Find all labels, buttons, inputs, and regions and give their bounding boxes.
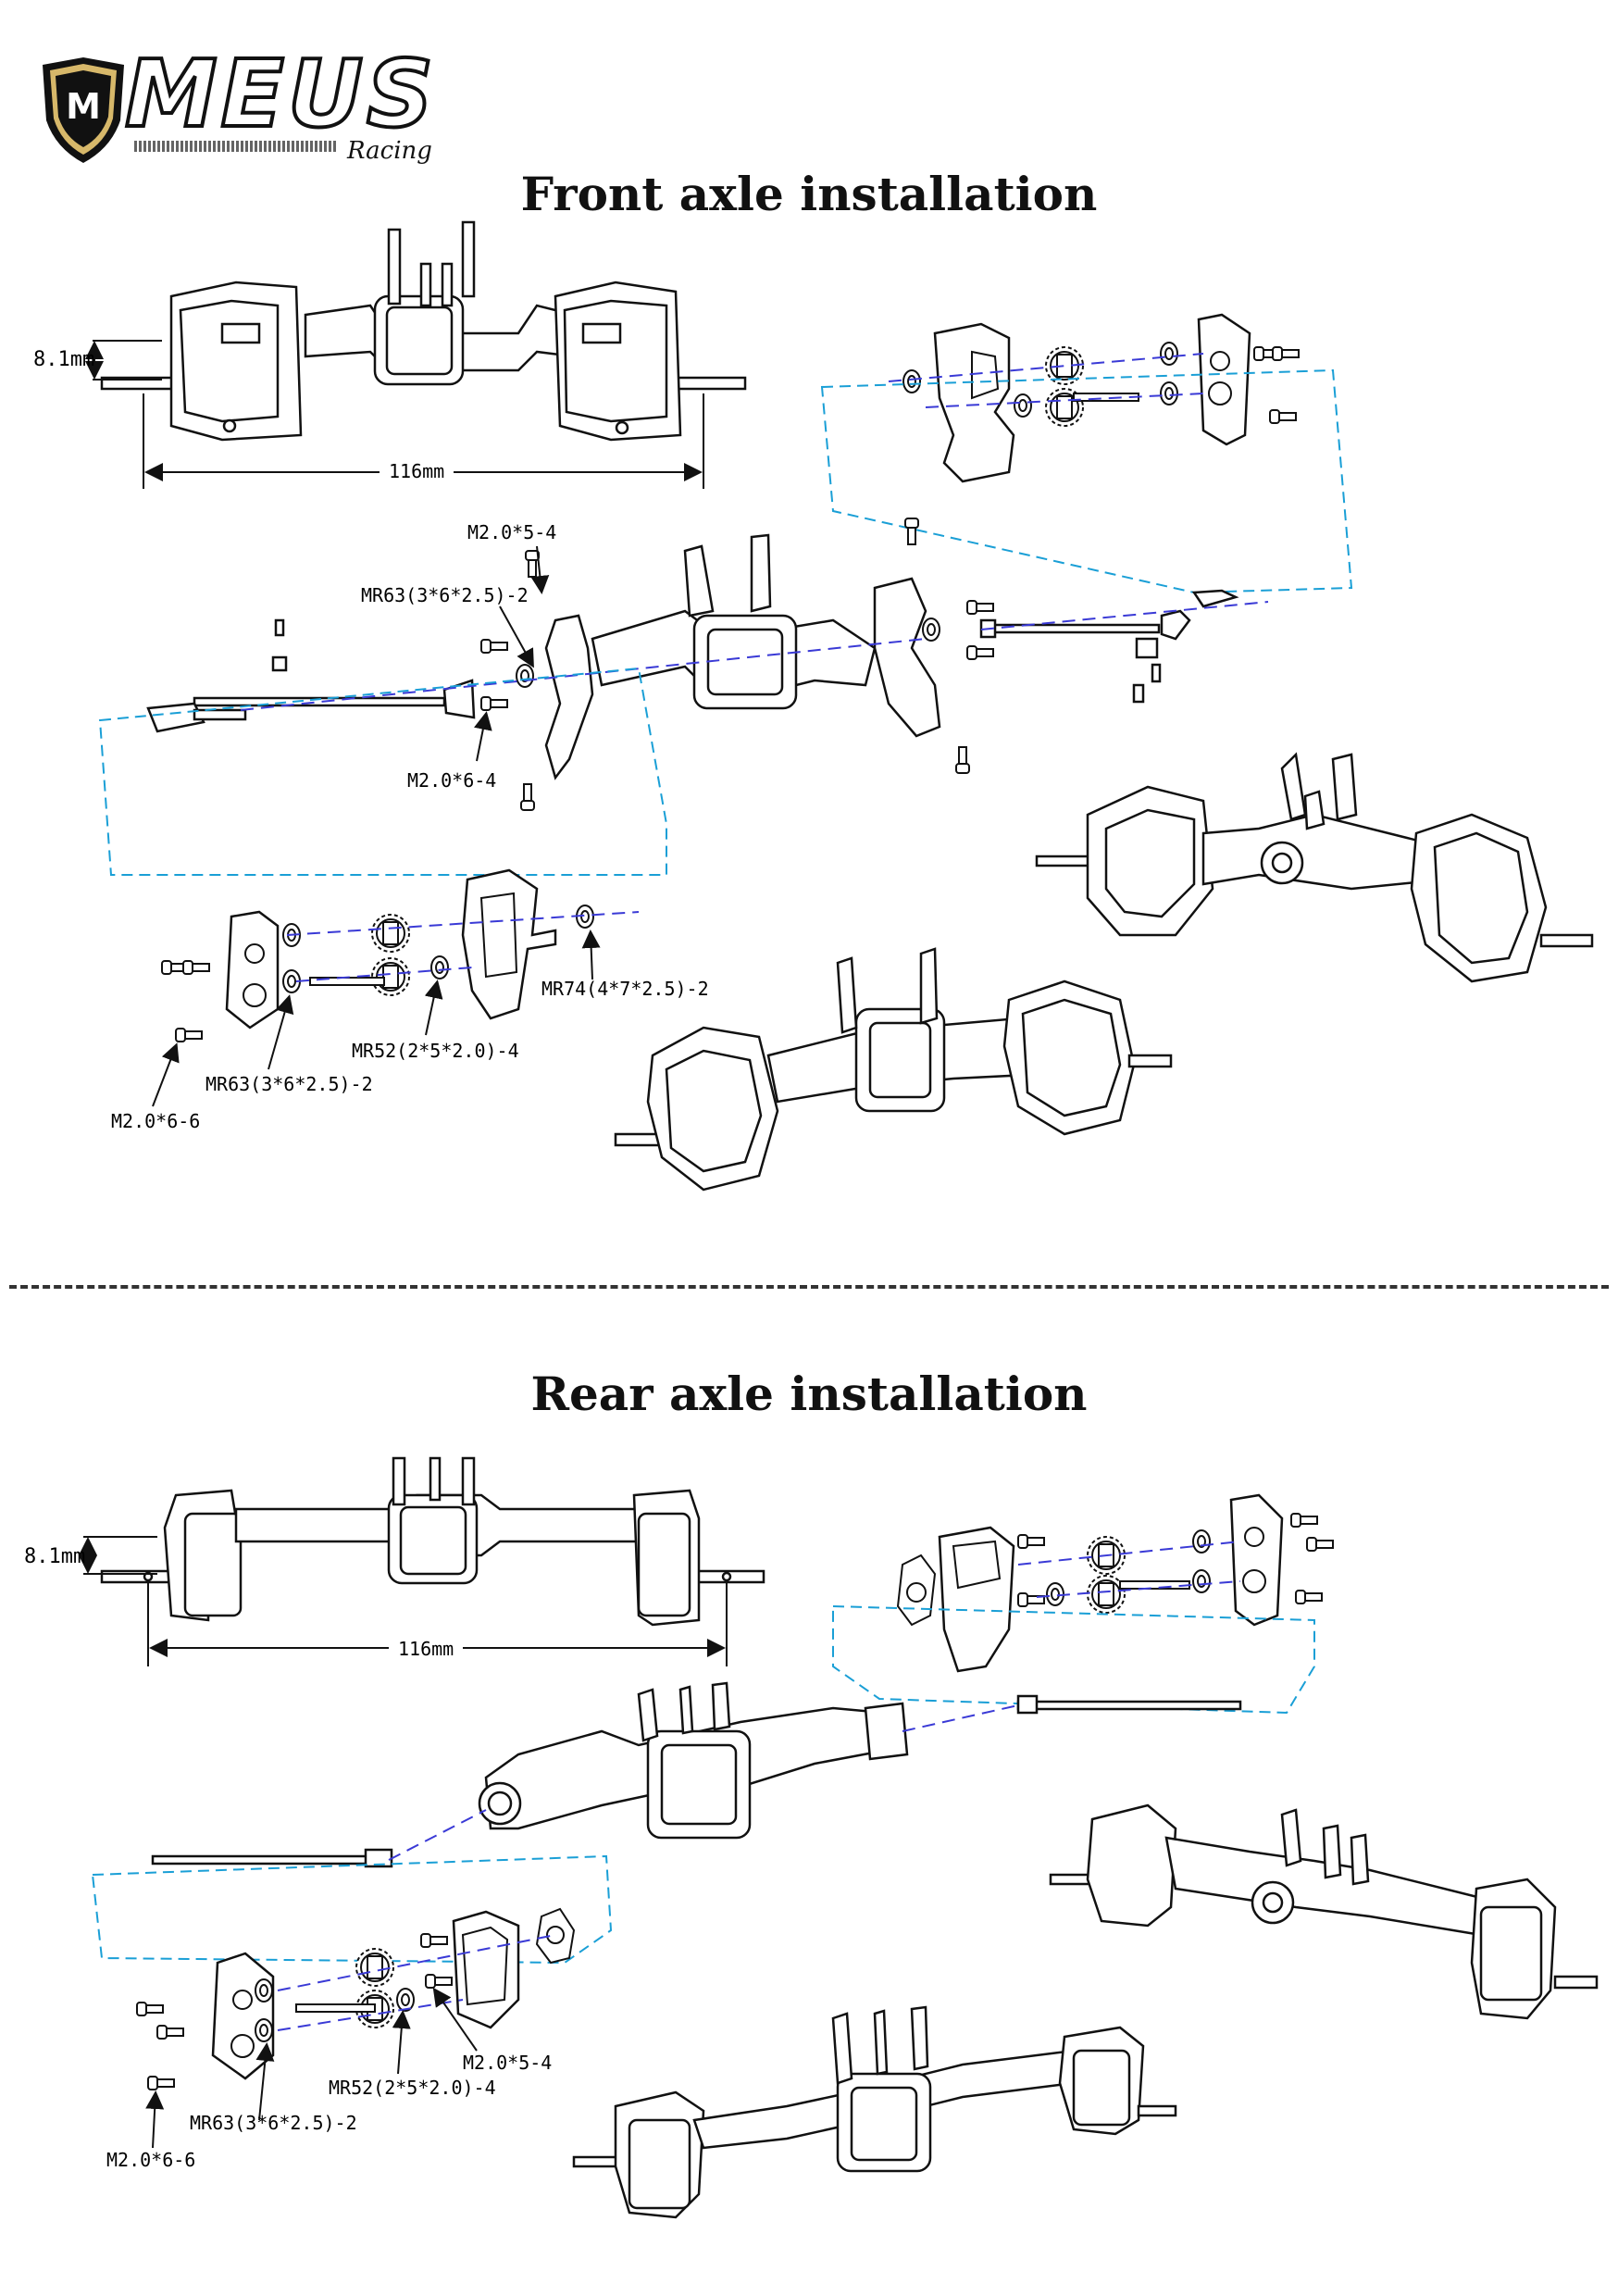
rear-assembled-axle-right [1049, 1803, 1599, 2020]
rear-section-title: Rear axle installation [530, 1366, 1088, 1421]
rear-right-guide [832, 1604, 1315, 1715]
rear-height-dimension: 8.1mm [24, 1545, 85, 1568]
rear-label-mr63: MR63(3*6*2.5)-2 [190, 2112, 357, 2134]
meus-logo: M MEUS Racing [37, 46, 444, 167]
front-height-dimension: 8.1mm [33, 348, 94, 371]
rear-label-m20-5-4: M2.0*5-4 [463, 2052, 552, 2074]
rear-width-dimension: 116mm [398, 1638, 454, 1660]
logo-stripe [134, 141, 338, 152]
front-label-m20-5-4: M2.0*5-4 [467, 521, 556, 543]
front-label-mr63-b: MR63(3*6*2.5)-2 [205, 1073, 373, 1095]
section-divider [9, 1285, 1609, 1289]
front-middle-callouts [474, 545, 550, 762]
front-width-dimension: 116mm [389, 460, 444, 482]
front-lower-callouts [152, 930, 601, 1107]
logo-subtitle: Racing [347, 137, 432, 165]
front-label-mr74: MR74(4*7*2.5)-2 [541, 978, 709, 1000]
front-label-mr63-a: MR63(3*6*2.5)-2 [361, 584, 529, 606]
front-top-view-axle [100, 220, 747, 442]
rear-left-guide [91, 1854, 613, 1965]
rear-top-view-axle [100, 1456, 765, 1627]
front-label-mr52: MR52(2*5*2.0)-4 [352, 1040, 519, 1062]
rear-lower-callouts [145, 1987, 478, 2149]
svg-text:M: M [66, 86, 101, 127]
front-assembled-axle-right [1035, 752, 1594, 983]
rear-assembled-axle-left [572, 2005, 1177, 2219]
rear-label-mr52: MR52(2*5*2.0)-4 [329, 2077, 496, 2099]
front-label-m20-6-6: M2.0*6-6 [111, 1110, 200, 1132]
front-right-knuckle-exploded [888, 313, 1300, 483]
front-center-housing-exploded [146, 533, 1239, 780]
front-assembled-axle-left [614, 947, 1173, 1192]
shield-badge-icon: M [43, 57, 124, 163]
front-label-m20-6-4: M2.0*6-4 [407, 769, 496, 792]
rear-label-m20-6-6: M2.0*6-6 [106, 2149, 195, 2171]
rear-center-housing-exploded [151, 1681, 1242, 1868]
front-left-knuckle-exploded [161, 868, 640, 1042]
rear-dimension-lines [79, 1536, 728, 1666]
logo-wordmark: MEUS [123, 40, 438, 148]
front-right-guide [820, 368, 1353, 594]
rear-right-hub-exploded [896, 1493, 1334, 1673]
front-section-title: Front axle installation [520, 167, 1098, 221]
front-left-guide [98, 667, 667, 876]
